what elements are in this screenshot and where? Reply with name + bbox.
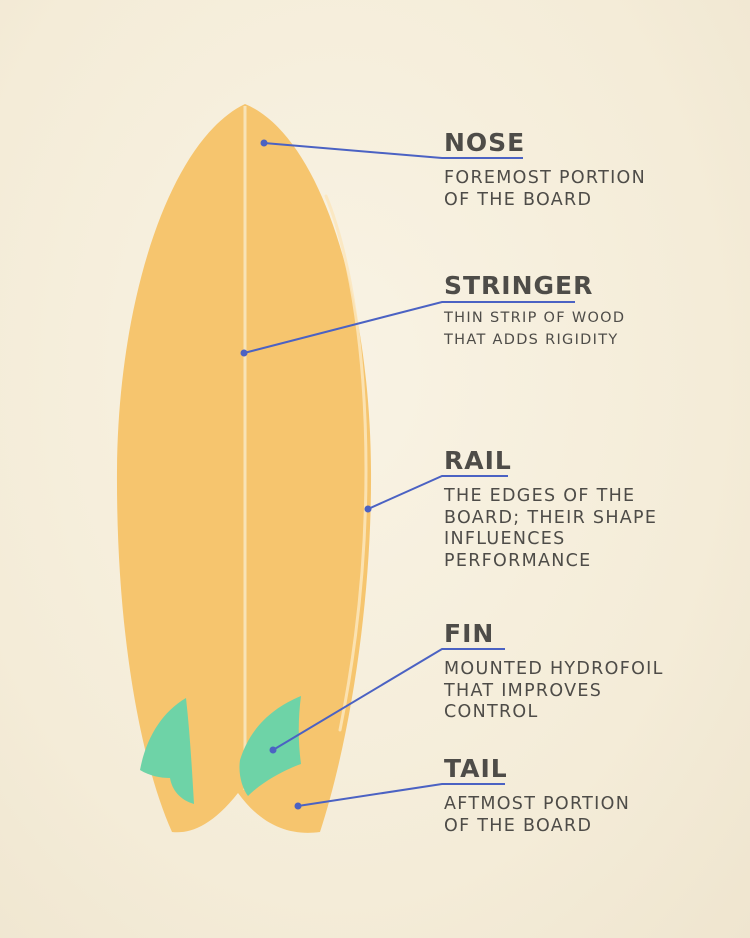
fin-leader-line bbox=[272, 648, 505, 751]
stringer-leader-line bbox=[243, 301, 575, 354]
rail-label: RAIL THE EDGES OF THE BOARD; THEIR SHAPE… bbox=[444, 446, 657, 572]
stringer-marker-dot bbox=[240, 349, 248, 357]
fin-description: MOUNTED HYDROFOIL THAT IMPROVES CONTROL bbox=[444, 659, 664, 722]
tail-label: TAIL AFTMOST PORTION OF THE BOARD bbox=[444, 754, 630, 837]
fin-marker-dot bbox=[269, 746, 277, 754]
fin-title: FIN bbox=[444, 619, 495, 648]
nose-label: NOSE FOREMOST PORTION OF THE BOARD bbox=[444, 128, 646, 211]
tail-marker-dot bbox=[294, 802, 302, 810]
nose-marker-dot bbox=[260, 139, 268, 147]
tail-leader-line bbox=[297, 783, 505, 807]
rail-leader-line bbox=[367, 475, 508, 510]
nose-leader-line bbox=[263, 142, 523, 159]
tail-description: AFTMOST PORTION OF THE BOARD bbox=[444, 794, 631, 836]
stringer-label: STRINGER THIN STRIP OF WOOD THAT ADDS RI… bbox=[444, 271, 625, 351]
rail-marker-dot bbox=[364, 505, 372, 513]
nose-title: NOSE bbox=[444, 128, 526, 157]
stringer-title: STRINGER bbox=[444, 271, 594, 300]
right-fin bbox=[239, 696, 301, 796]
rail-description: THE EDGES OF THE BOARD; THEIR SHAPE INFL… bbox=[444, 486, 658, 571]
stringer-description: THIN STRIP OF WOOD THAT ADDS RIGIDITY bbox=[444, 310, 626, 348]
tail-title: TAIL bbox=[444, 754, 508, 783]
rail-highlight bbox=[324, 194, 368, 732]
rail-title: RAIL bbox=[444, 446, 512, 475]
nose-description: FOREMOST PORTION OF THE BOARD bbox=[444, 168, 647, 210]
fin-label: FIN MOUNTED HYDROFOIL THAT IMPROVES CONT… bbox=[444, 619, 664, 724]
left-fin bbox=[140, 698, 194, 804]
